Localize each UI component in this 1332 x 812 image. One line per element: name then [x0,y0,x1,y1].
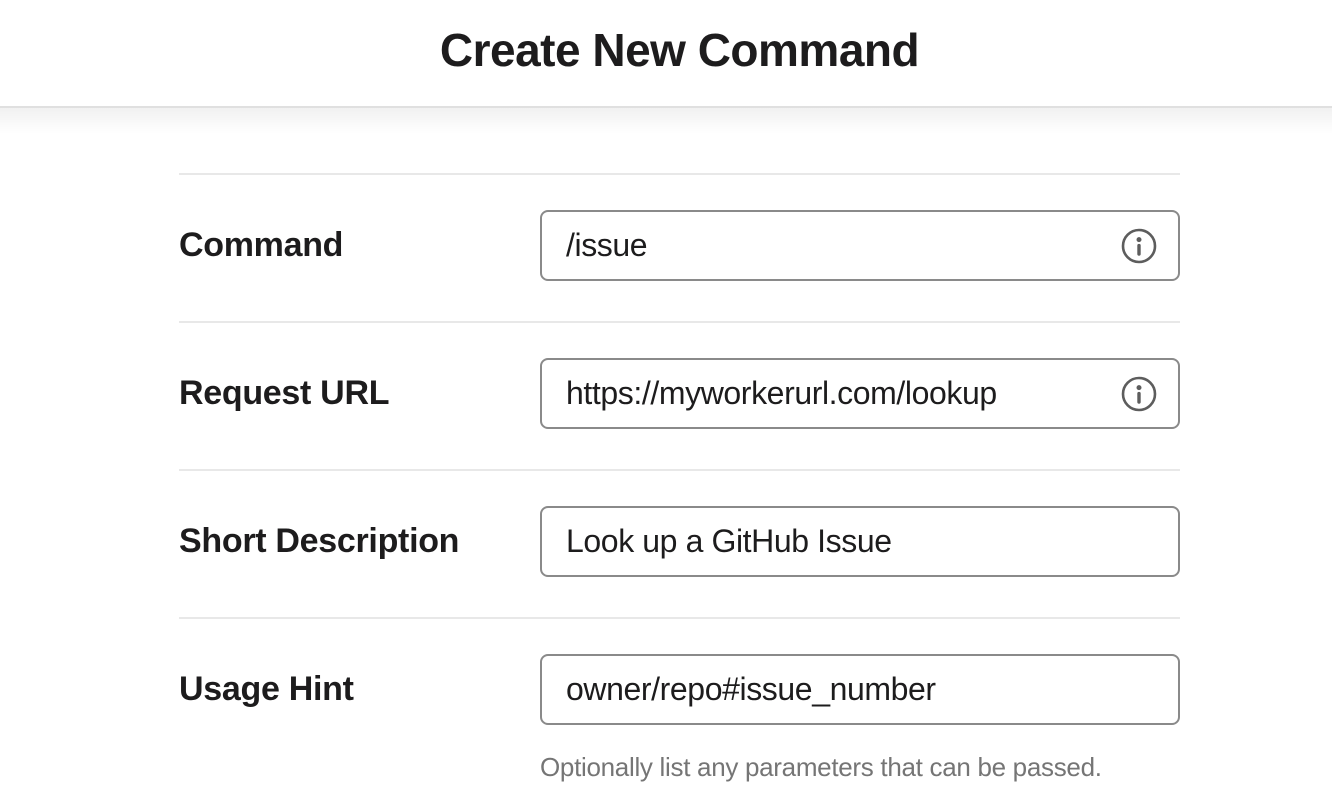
short-description-input[interactable] [540,506,1180,577]
header-shadow [0,108,1332,134]
info-icon[interactable] [1120,375,1158,413]
create-command-form: Command Request URL [179,173,1180,812]
request-url-label: Request URL [179,374,390,413]
request-url-input[interactable] [540,358,1180,429]
short-description-input-wrap [540,506,1180,577]
command-input[interactable] [540,210,1180,281]
command-input-wrap [540,210,1180,281]
page-title: Create New Command [439,24,920,76]
short-description-label: Short Description [179,522,460,561]
form-row-short-description: Short Description [179,469,1180,617]
usage-hint-label: Usage Hint [179,670,354,709]
info-icon[interactable] [1120,227,1158,265]
form-row-usage-hint: Usage Hint Optionally list any parameter… [179,617,1180,812]
page-header: Create New Command [0,0,1332,108]
usage-hint-input-wrap [540,654,1180,725]
page-header-inner: Create New Command [179,0,1180,106]
usage-hint-help-text: Optionally list any parameters that can … [540,752,1102,782]
usage-hint-input[interactable] [540,654,1180,725]
form-row-command: Command [179,173,1180,321]
form-row-request-url: Request URL [179,321,1180,469]
command-label: Command [179,226,344,265]
request-url-input-wrap [540,358,1180,429]
